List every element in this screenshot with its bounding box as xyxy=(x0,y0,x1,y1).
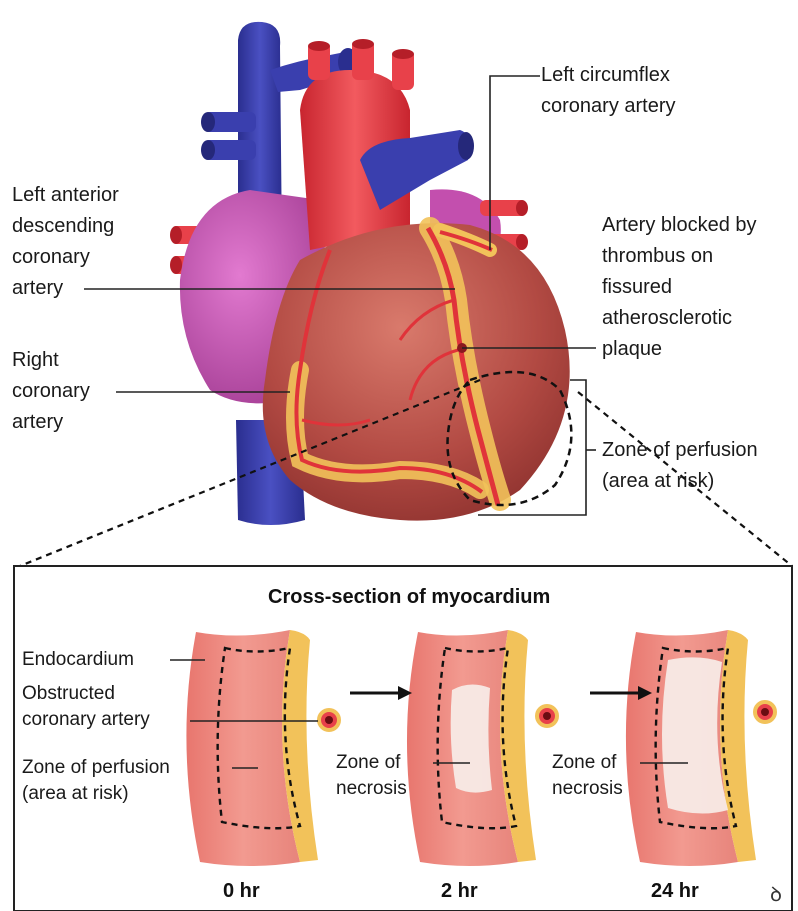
label-lad: Left anterior descending coronary artery xyxy=(12,180,119,304)
time-label-2hr: 2 hr xyxy=(441,880,478,903)
time-label-0hr: 0 hr xyxy=(223,880,260,903)
label-obstructed-artery: Obstructed coronary artery xyxy=(22,681,150,733)
label-endocardium: Endocardium xyxy=(22,647,134,673)
label-necrosis-24hr: Zone of necrosis xyxy=(552,750,623,802)
label-left-circumflex: Left circumflex coronary artery xyxy=(541,60,676,122)
cross-section-title: Cross-section of myocardium xyxy=(268,586,550,609)
label-necrosis-2hr: Zone of necrosis xyxy=(336,750,407,802)
label-zone-perfusion-heart: Zone of perfusion (area at risk) xyxy=(602,435,758,497)
label-artery-blocked: Artery blocked by thrombus on fissured a… xyxy=(602,210,757,365)
time-label-24hr: 24 hr xyxy=(651,880,699,903)
artist-signature-mark: ꝺ xyxy=(770,880,782,907)
label-zone-perfusion-section: Zone of perfusion (area at risk) xyxy=(22,755,170,807)
necrosis-2hr xyxy=(451,684,492,792)
label-right-coronary: Right coronary artery xyxy=(12,345,90,438)
